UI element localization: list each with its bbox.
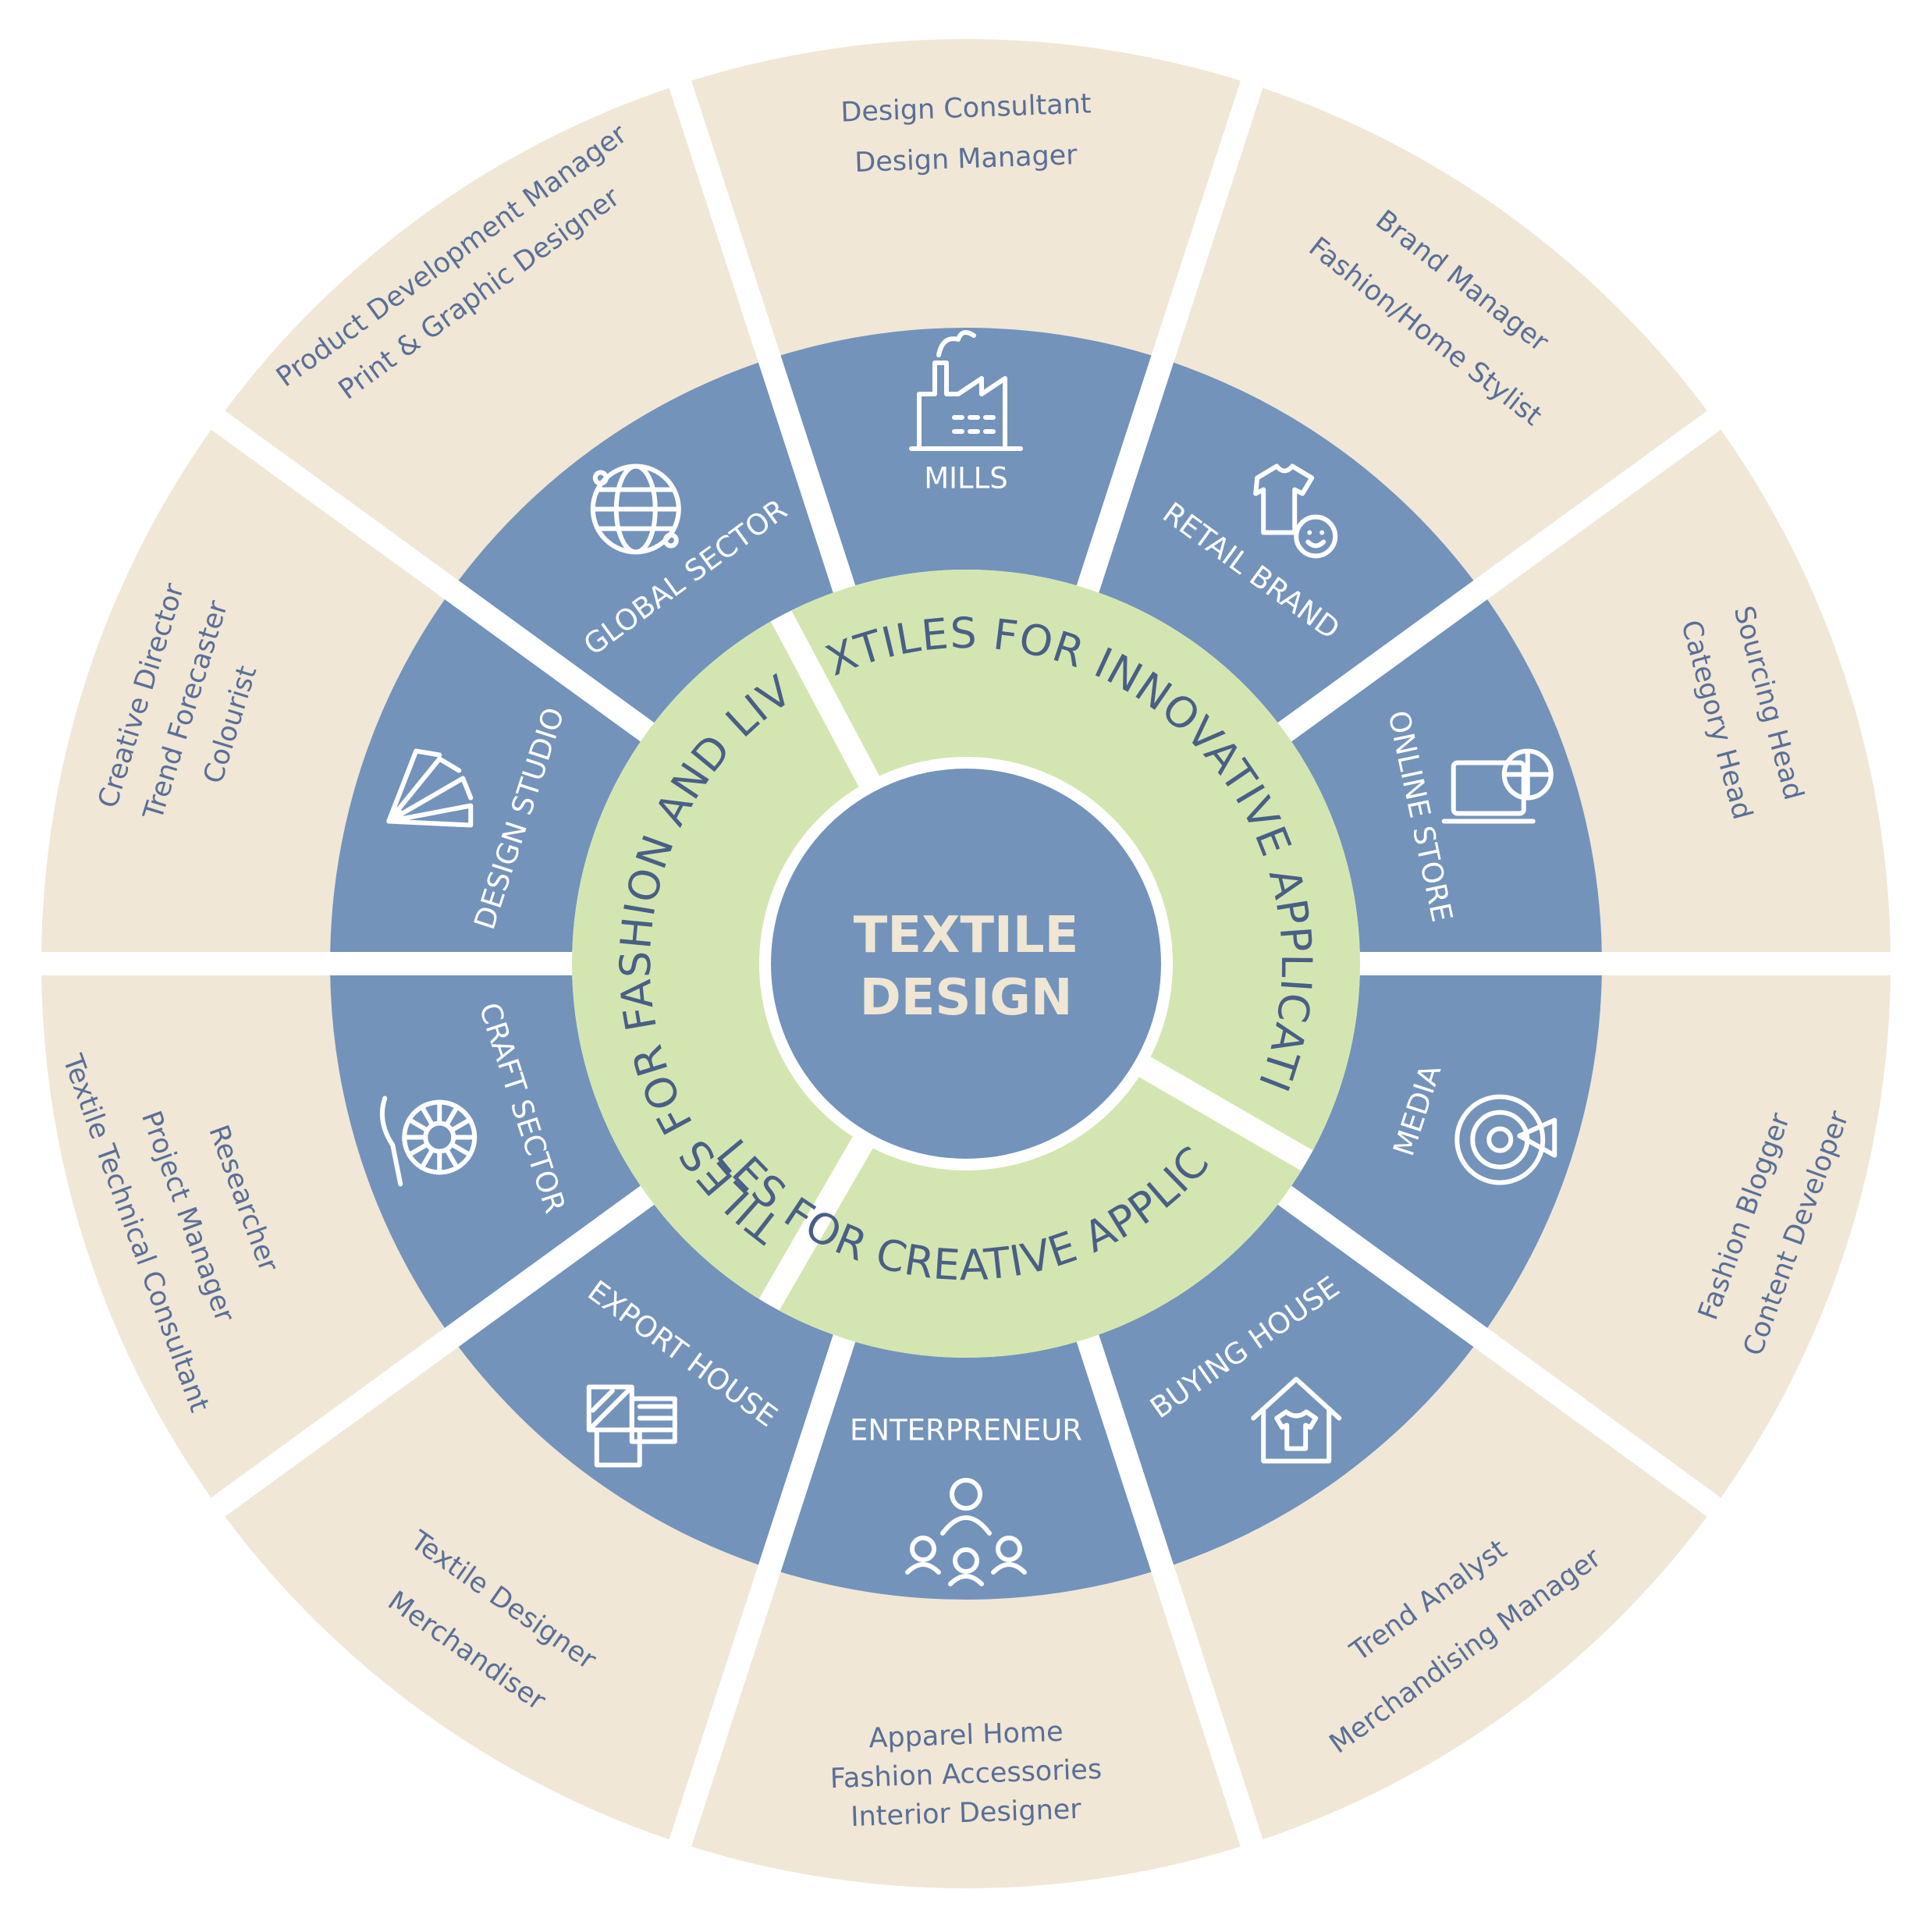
outer-segment-design-studio: [41, 429, 445, 953]
team-network-icon: [905, 1478, 1027, 1586]
laptop-globe-icon: [1441, 748, 1554, 824]
house-tshirt-icon: [1251, 1376, 1342, 1464]
embroidery-icon: [379, 1096, 478, 1187]
center-title-line1: TEXTILE: [854, 907, 1079, 964]
outer-segment-online-store: [1487, 429, 1891, 953]
sector-segment-design-studio: [330, 599, 641, 953]
category-segment-textiles-for-innovative-application: [791, 570, 1360, 1151]
center-hub: TEXTILE DESIGN: [771, 769, 1161, 1159]
globe-icon: [590, 463, 681, 555]
outer-segment-craft-sector: [41, 975, 445, 1498]
sector-segment-mills: [780, 328, 1152, 586]
sector-ring: [330, 328, 1602, 1600]
sector-mills: MILLS: [909, 330, 1023, 495]
fabric-swatches-icon: [586, 1384, 677, 1468]
sector-segment-craft-sector: [330, 975, 641, 1328]
outer-segment-media: [1487, 975, 1891, 1498]
target-megaphone-icon: [1454, 1094, 1557, 1185]
sector-segment-export-house: [458, 1204, 833, 1565]
sector-segment-enterpreneur: [780, 1341, 1152, 1600]
sector-segment-buying-house: [1099, 1204, 1474, 1565]
sector-segment-media: [1291, 975, 1602, 1328]
outer-role-ring: [41, 39, 1891, 1888]
factory-icon: [909, 330, 1023, 451]
sector-label-mills: MILLS: [924, 462, 1008, 495]
sector-segment-retail-brand: [1099, 362, 1474, 723]
category-segment-textiles-for-creative-application: [779, 1077, 1302, 1358]
outer-segment-mills: [691, 39, 1241, 356]
outer-segment-enterpreneur: [691, 1572, 1241, 1888]
outer-segment-retail-brand: [1174, 87, 1707, 581]
sector-label-enterpreneur: ENTERPRENEUR: [850, 1414, 1082, 1447]
sector-segment-online-store: [1291, 599, 1602, 953]
outer-segment-export-house: [225, 1347, 758, 1840]
role-design-manager: Design Manager: [854, 140, 1078, 179]
colour-swatch-fan-icon: [386, 748, 474, 828]
center-title-line2: DESIGN: [860, 969, 1073, 1027]
tshirt-smiley-icon: [1253, 463, 1338, 559]
outer-segment-buying-house: [1174, 1347, 1707, 1840]
center-circle: [771, 769, 1161, 1159]
category-ring: [572, 570, 1360, 1358]
sector-enterpreneur: ENTERPRENEUR: [850, 1414, 1082, 1586]
category-segment-textiles-for-fashion-and-living: [572, 621, 859, 1299]
outer-segment-global-sector: [225, 87, 758, 581]
role-apparel-home: Apparel Home: [868, 1717, 1064, 1755]
